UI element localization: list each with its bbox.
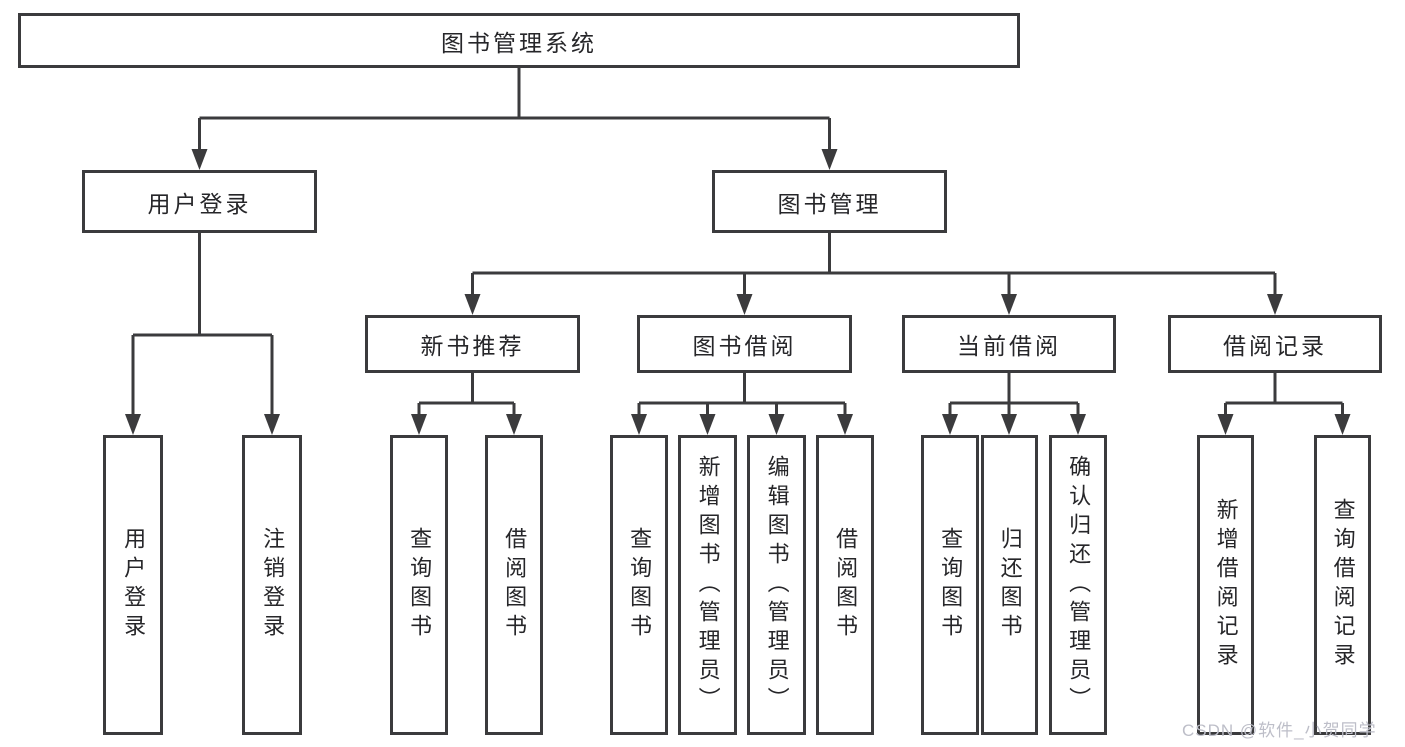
- leaf-add-borrow-record: 新增借阅记录: [1197, 435, 1254, 735]
- leaf-query-books: 查询图书: [610, 435, 668, 735]
- leaf-borrow-books: 借阅图书: [816, 435, 874, 735]
- node-user-login: 用户登录: [82, 170, 317, 233]
- leaf-add-books-admin: 新增图书（管理员）: [678, 435, 737, 735]
- watermark: CSDN @软件_小贺同学: [1182, 721, 1377, 740]
- node-book-management: 图书管理: [712, 170, 947, 233]
- leaf-query-borrow-record: 查询借阅记录: [1314, 435, 1371, 735]
- arrow-down-icon: [125, 414, 141, 435]
- arrow-down-icon: [1001, 414, 1017, 435]
- arrow-down-icon: [464, 294, 481, 315]
- arrow-down-icon: [736, 294, 753, 315]
- arrow-down-icon: [1267, 294, 1283, 315]
- leaf-logout: 注销登录: [242, 435, 302, 735]
- arrow-down-icon: [191, 149, 208, 170]
- arrow-down-icon: [1217, 414, 1234, 435]
- leaf-borrow-books: 借阅图书: [485, 435, 543, 735]
- leaf-confirm-return-admin: 确认归还（管理员）: [1049, 435, 1107, 735]
- leaf-return-books: 归还图书: [981, 435, 1038, 735]
- arrow-down-icon: [699, 414, 716, 435]
- arrow-down-icon: [411, 414, 427, 435]
- arrow-down-icon: [821, 149, 838, 170]
- leaf-edit-books-admin: 编辑图书（管理员）: [747, 435, 806, 735]
- arrow-down-icon: [264, 414, 280, 435]
- arrow-down-icon: [1001, 294, 1017, 315]
- arrow-down-icon: [506, 414, 522, 435]
- arrow-down-icon: [768, 414, 785, 435]
- leaf-query-books: 查询图书: [921, 435, 979, 735]
- arrow-down-icon: [942, 414, 958, 435]
- arrow-down-icon: [1070, 414, 1086, 435]
- node-new-book-recommend: 新书推荐: [365, 315, 580, 373]
- arrow-down-icon: [837, 414, 853, 435]
- arrow-down-icon: [1334, 414, 1351, 435]
- node-book-borrowing: 图书借阅: [637, 315, 852, 373]
- leaf-query-books: 查询图书: [390, 435, 448, 735]
- leaf-user-login: 用户登录: [103, 435, 163, 735]
- arrow-down-icon: [631, 414, 647, 435]
- tree-edges: [131, 68, 1344, 416]
- node-library-management-system: 图书管理系统: [18, 13, 1020, 68]
- node-borrowing-records: 借阅记录: [1168, 315, 1382, 373]
- node-current-borrowing: 当前借阅: [902, 315, 1116, 373]
